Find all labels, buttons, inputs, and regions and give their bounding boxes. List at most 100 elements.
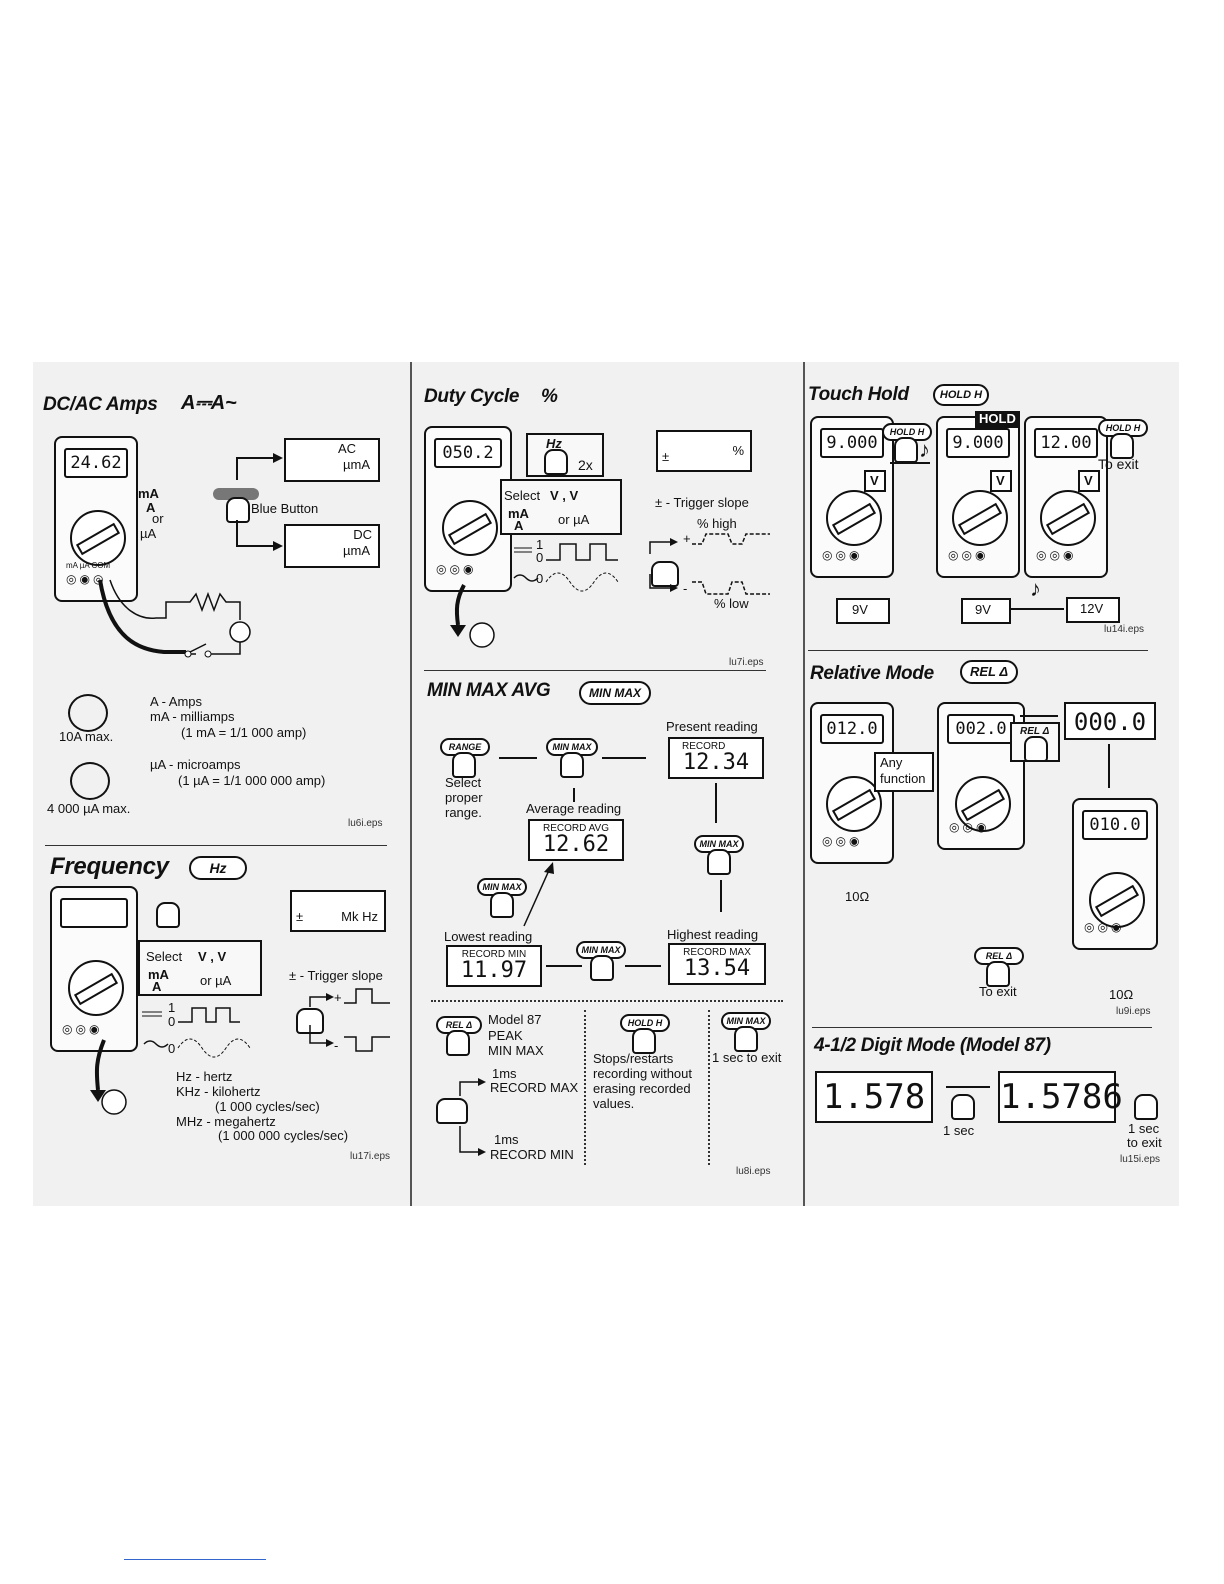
file-lu6i: lu6i.eps — [348, 818, 382, 830]
file-lu8i: lu8i.eps — [736, 1166, 770, 1178]
one-sec-label: 1 sec — [943, 1124, 974, 1139]
digit-button-1[interactable] — [951, 1094, 975, 1120]
duty-cycle-display: ± % — [656, 430, 752, 472]
stops-line3: erasing recorded — [593, 1082, 691, 1097]
battery-12v: 12V — [1066, 597, 1120, 623]
input-jacks: ◎◎◉ — [1036, 548, 1076, 562]
resistor-10-ohm-1: 10Ω — [845, 890, 869, 905]
record-max-label: RECORD MAX — [490, 1081, 578, 1096]
model-87: Model 87 — [488, 1013, 541, 1028]
file-lu14i: lu14i.eps — [1104, 624, 1144, 636]
hold-key-1[interactable] — [894, 437, 918, 463]
arrow-9v-to-12v — [1010, 608, 1064, 610]
minmaxavg-title: MIN MAX AVG — [427, 680, 550, 702]
select-label: Select — [146, 950, 182, 965]
dc-unit: µmA — [343, 544, 370, 559]
multimeter-frequency: ◎◎◉ — [50, 886, 138, 1052]
rotary-dial — [952, 490, 1008, 546]
duty-cycle-slope-diagram — [640, 530, 775, 600]
dotted-separator-h — [431, 1000, 783, 1002]
present-reading-label: Present reading — [666, 720, 758, 735]
any-function-box: Any function — [874, 752, 934, 792]
battery-9v-1: 9V — [836, 598, 890, 624]
hz-button[interactable] — [156, 902, 180, 928]
rel-key[interactable] — [446, 1030, 470, 1056]
file-lu17i: lu17i.eps — [350, 1151, 390, 1163]
footer-link-underline[interactable] — [124, 1559, 266, 1560]
battery-12v-label: 12V — [1080, 602, 1103, 617]
digit-mode-title: 4-1/2 Digit Mode (Model 87) — [814, 1035, 1051, 1057]
meter-display-1: 012.0 — [820, 714, 884, 744]
rel-key[interactable] — [1024, 736, 1048, 762]
hz-button[interactable] — [544, 449, 568, 475]
meter-display — [60, 898, 128, 928]
battery-9v-2-label: 9V — [975, 603, 991, 618]
input-jacks: ◎◎◉ — [948, 548, 988, 562]
minmax-key-1[interactable] — [560, 752, 584, 778]
select-box: Select V , V mA A or µA — [138, 940, 262, 996]
lowest-reading-label: Lowest reading — [444, 930, 532, 945]
one-sec-to-exit: 1 sec to exit — [712, 1051, 781, 1066]
select-or-ua: or µA — [558, 513, 589, 528]
volts-selector-2: V — [990, 470, 1012, 492]
ac-unit: µmA — [343, 458, 370, 473]
one-ms-2: 1ms — [494, 1133, 519, 1148]
battery-9v-1-label: 9V — [852, 603, 868, 618]
meter-display-3: 12.00 — [1034, 428, 1098, 458]
peak-label: PEAK — [488, 1029, 523, 1044]
arrow-low-to-average — [520, 860, 560, 930]
dc-display: DC µmA — [284, 524, 380, 568]
minmax-key-2[interactable] — [707, 849, 731, 875]
rotary-dial — [68, 960, 124, 1016]
highest-reading-label: Highest reading — [667, 928, 758, 943]
average-reading-value: 12.62 — [530, 832, 622, 857]
ac-label: AC — [338, 442, 356, 457]
lowest-reading-display: RECORD MIN 11.97 — [446, 945, 542, 987]
arrow-minmax-to-present — [602, 757, 646, 759]
minmax-badge: MIN MAX — [579, 681, 651, 705]
amps-circuit-diagram — [100, 560, 270, 670]
kilohertz-conversion: (1 000 cycles/sec) — [215, 1100, 320, 1115]
milliamps-def: mA - milliamps — [150, 710, 235, 725]
rotary-dial — [1040, 490, 1096, 546]
digit-value-2: 1.5786 — [1000, 1077, 1114, 1117]
display-percent: % — [732, 444, 744, 459]
stops-line2: recording without — [593, 1067, 692, 1082]
panel5-divider — [808, 650, 1148, 651]
frequency-display: ± Mk Hz — [290, 890, 386, 932]
minmax-key-4[interactable] — [490, 892, 514, 918]
duty-cycle-waveforms — [514, 538, 624, 593]
rotary-dial — [70, 510, 126, 566]
beep-note-1: ♪ — [919, 437, 930, 462]
minmax-key-3[interactable] — [590, 955, 614, 981]
press-twice: 2x — [578, 457, 593, 473]
average-reading-label: Average reading — [526, 802, 621, 817]
arrow-hold-1 — [890, 462, 930, 464]
relative-zero-value: 000.0 — [1066, 708, 1154, 736]
dc-label: DC — [353, 528, 372, 543]
stops-line4: values. — [593, 1097, 634, 1112]
peak-minmax-label: MIN MAX — [488, 1044, 544, 1059]
microamp-conversion: (1 µA = 1/1 000 000 amp) — [178, 774, 325, 789]
arrow-down-1 — [715, 783, 717, 823]
dc-ac-amps-symbol: A⎓A~ — [181, 392, 236, 415]
hold-badge: HOLD H — [933, 384, 989, 406]
dotted-separator-v2 — [708, 1010, 710, 1165]
display-units: Mk Hz — [341, 910, 378, 925]
volts-label-3: V — [1084, 474, 1093, 489]
input-jacks: ◎◎◉ — [949, 820, 989, 834]
minmax-exit-key[interactable] — [734, 1026, 758, 1052]
duty-cycle-title: Duty Cycle — [424, 386, 519, 408]
digit-exit-button[interactable] — [1134, 1094, 1158, 1120]
present-reading-display: RECORD 12.34 — [668, 737, 764, 779]
duty-cycle-symbol: % — [541, 386, 558, 408]
select-a: A — [514, 519, 523, 534]
hz-badge: Hz — [189, 856, 247, 880]
any-label: Any — [880, 756, 902, 771]
meter-display-1: 9.000 — [820, 428, 884, 458]
select-or-ua: or µA — [200, 974, 231, 989]
amps-def: A - Amps — [150, 695, 202, 710]
select-range-text: Select proper range. — [445, 776, 483, 821]
trigger-slope-arrows — [300, 985, 395, 1055]
arrow-down-2 — [720, 880, 722, 912]
